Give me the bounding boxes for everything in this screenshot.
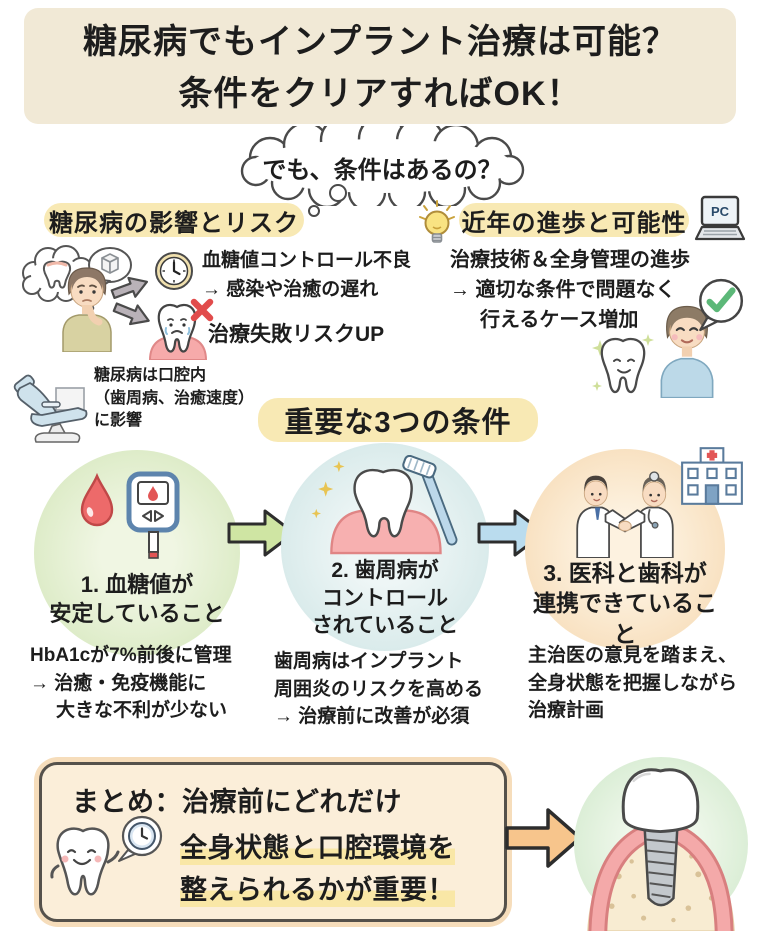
progress-body: 治療技術＆全身管理の進歩 → 適切な条件で問題なく 行えるケース増加 bbox=[450, 245, 690, 335]
condition-2-note-line-2: 周囲炎のリスクを高める bbox=[274, 678, 484, 700]
risk-item-1-line-1: 血糖値コントロール不良 bbox=[202, 250, 412, 271]
happy-person-illustration bbox=[660, 305, 714, 398]
tooth-mascot-illustration bbox=[50, 827, 120, 896]
conditions-heading: 重要な3つの条件 bbox=[258, 398, 538, 442]
oral-impact-note-line-3: に影響 bbox=[94, 412, 143, 430]
implant-circle bbox=[574, 757, 748, 941]
title-banner: 糖尿病でもインプラント治療は可能？ 条件をクリアすればOK！ bbox=[24, 8, 736, 124]
summary-line-2: 全身状態と口腔環境を bbox=[180, 826, 455, 865]
doctors-handshake-illustration bbox=[576, 471, 674, 558]
condition-1-label: 1. 血糖値が 安定していること bbox=[49, 570, 224, 628]
tooth-icon bbox=[353, 468, 413, 538]
dental-chair-icon bbox=[13, 374, 88, 443]
handshake-hands bbox=[618, 520, 632, 532]
risk-item-2: 治療失敗リスクUP bbox=[208, 323, 385, 346]
condition-3-note-line-1: 主治医の意見を踏まえ、 bbox=[528, 645, 738, 666]
progress-body-line-2: → 適切な条件で問題なく bbox=[450, 279, 676, 301]
checkmark-bubble-icon bbox=[699, 278, 744, 332]
condition-3-note-line-2: 全身状態を把握しながら bbox=[528, 672, 738, 694]
condition-1-label-line-2: 安定していること bbox=[49, 601, 225, 627]
glucose-meter-icon bbox=[126, 471, 180, 559]
tooth-gum-toothbrush-icons bbox=[311, 455, 458, 555]
head-mirror-icon bbox=[649, 471, 660, 482]
pc-laptop-icon: PC bbox=[694, 195, 746, 241]
implant-screw-icon bbox=[643, 825, 679, 907]
risk-section-heading: 糖尿病の影響とリスク bbox=[44, 203, 304, 237]
condition-2-label-line-3: されていること bbox=[311, 614, 459, 638]
summary-line-1: まとめ：治療前にどれだけ bbox=[72, 787, 402, 817]
progress-body-line-1: 治療技術＆全身管理の進歩 bbox=[450, 249, 690, 271]
sad-tooth-icon bbox=[148, 298, 214, 360]
condition-2-note: 歯周病はインプラント 周囲炎のリスクを高める → 治療前に改善が必須 bbox=[274, 648, 519, 731]
crown-icon bbox=[621, 768, 700, 834]
condition-3-note-line-3: 治療計画 bbox=[528, 700, 605, 722]
oral-impact-note: 糖尿病は口腔内 （歯周病、治癒速度） に影響 bbox=[94, 365, 254, 433]
toothbrush-icon bbox=[402, 455, 458, 546]
condition-3-label: 3. 医科と歯科が 連携できていること bbox=[525, 558, 725, 649]
question-bubble-text: でも、条件はあるの？ bbox=[262, 157, 502, 184]
condition-1-note-line-1: HbA1cが7%前後に管理 bbox=[30, 645, 232, 666]
arrow-orange-icon bbox=[505, 808, 582, 868]
blood-drop-icon bbox=[80, 472, 114, 527]
clock-icon bbox=[155, 252, 193, 290]
arrow-green-icon bbox=[227, 509, 296, 557]
progress-section-heading: 近年の進歩と可能性 bbox=[459, 203, 689, 237]
title-line-2: 条件をクリアすればOK！ bbox=[178, 75, 582, 113]
condition-3-note: 主治医の意見を踏まえ、 全身状態を把握しながら 治療計画 bbox=[528, 642, 753, 725]
blood-glucose-icons bbox=[80, 471, 180, 559]
condition-3-label-line-1: 3. 医科と歯科が bbox=[543, 559, 707, 586]
worried-person-illustration bbox=[62, 267, 112, 352]
oral-impact-note-line-1: 糖尿病は口腔内 bbox=[94, 367, 207, 384]
thought-trail-icon bbox=[308, 184, 347, 217]
condition-2-label-line-1: 2. 歯周病が bbox=[331, 559, 439, 582]
condition-1-note-line-3: 大きな不利が少ない bbox=[56, 700, 228, 722]
progress-body-line-3: 行えるケース増加 bbox=[480, 309, 639, 331]
condition-1-circle: 1. 血糖値が 安定していること bbox=[34, 450, 240, 656]
condition-2-label: 2. 歯周病が コントロール されていること bbox=[312, 557, 458, 640]
happy-tooth-icon bbox=[592, 334, 654, 394]
hospital-icon bbox=[681, 447, 743, 505]
condition-2-note-line-1: 歯周病はインプラント bbox=[274, 651, 464, 672]
gum-icon bbox=[330, 509, 442, 555]
title-line-1: 糖尿病でもインプラント治療は可能？ bbox=[83, 23, 677, 61]
risk-item-1-line-2: → 感染や治癒の遅れ bbox=[202, 279, 379, 301]
condition-2-label-line-2: コントロール bbox=[322, 586, 448, 610]
condition-2-circle: 2. 歯周病が コントロール されていること bbox=[281, 443, 489, 651]
condition-2-note-line-3: → 治療前に改善が必須 bbox=[274, 706, 470, 728]
condition-1-note: HbA1cが7%前後に管理 → 治癒・免疫機能に 大きな不利が少ない bbox=[30, 642, 275, 725]
oral-impact-note-line-2: （歯周病、治癒速度） bbox=[94, 389, 255, 407]
summary-line-3: 整えられるかが重要！ bbox=[180, 868, 455, 907]
implant-illustration bbox=[587, 768, 735, 941]
condition-1-label-line-1: 1. 血糖値が bbox=[80, 572, 194, 597]
question-cloud-bubble bbox=[240, 126, 525, 206]
risk-item-1: 血糖値コントロール不良 → 感染や治癒の遅れ bbox=[202, 246, 411, 305]
pc-label: PC bbox=[711, 204, 730, 219]
condition-3-label-line-2: 連携できていること bbox=[533, 590, 717, 647]
risk-arrows-icon bbox=[110, 276, 150, 326]
clock-bubble-icon bbox=[118, 815, 163, 862]
lightbulb-icon bbox=[419, 200, 455, 243]
condition-1-note-line-2: → 治癒・免疫機能に bbox=[30, 672, 207, 694]
